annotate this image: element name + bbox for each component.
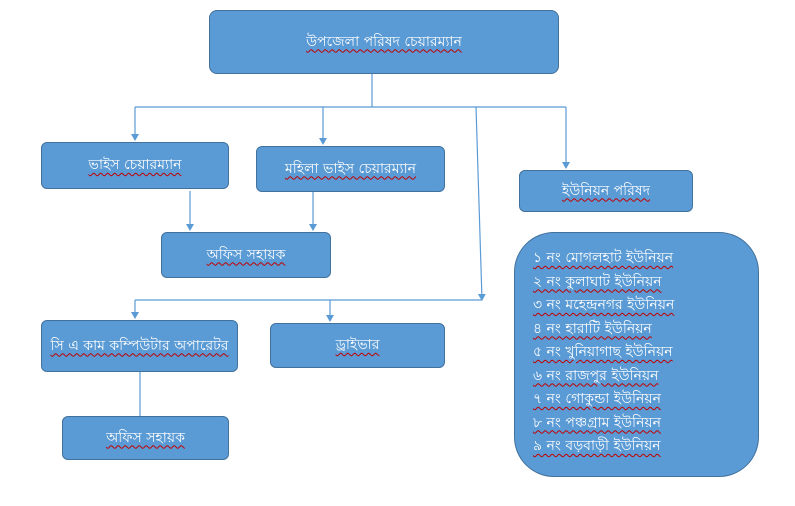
office-assistant-box-2: অফিস সহায়ক: [62, 416, 229, 460]
female-vice-chairman-box: মহিলা ভাইস চেয়ারম্যান: [256, 146, 445, 192]
union-list-item: ৬ নং রাজপুর ইউনিয়ন: [533, 367, 659, 384]
chairman-box: উপজেলা পরিষদ চেয়ারম্যান: [209, 10, 559, 74]
union-list-item: ৩ নং মহেন্দ্রনগর ইউনিয়ন: [533, 297, 675, 313]
union-list-item: ১ নং মোগলহাট ইউনিয়ন: [533, 250, 674, 266]
union-list-item: ৫ নং খুনিয়াগাছ ইউনিয়ন: [533, 344, 673, 360]
ca-computer-operator-box: সি এ কাম কম্পিউটার অপারেটর: [41, 320, 238, 372]
union-parishad-box: ইউনিয়ন পরিষদ: [519, 170, 693, 212]
union-list-item: ২ নং কুলাঘাট ইউনিয়ন: [533, 273, 662, 290]
union-list-item: ৯ নং বড়বাড়ী ইউনিয়ন: [533, 438, 661, 454]
union-list-item: ৪ নং হারাটি ইউনিয়ন: [533, 320, 652, 337]
vice-chairman-box: ভাইস চেয়ারম্যান: [41, 142, 229, 189]
union-list-item: ৭ নং গোকুন্ডা ইউনিয়ন: [533, 391, 661, 407]
arrow-to-staff-bus: [475, 106, 486, 301]
driver-box: ড্রাইভার: [270, 323, 445, 368]
union-list-box: ১ নং মোগলহাট ইউনিয়ন ২ নং কুলাঘাট ইউনিয়…: [514, 232, 759, 477]
union-list: ১ নং মোগলহাট ইউনিয়ন ২ নং কুলাঘাট ইউনিয়…: [515, 233, 758, 459]
office-assistant-box-1: অফিস সহায়ক: [161, 232, 331, 278]
union-list-item: ৮ নং পঞ্চগ্রাম ইউনিয়ন: [533, 414, 662, 431]
